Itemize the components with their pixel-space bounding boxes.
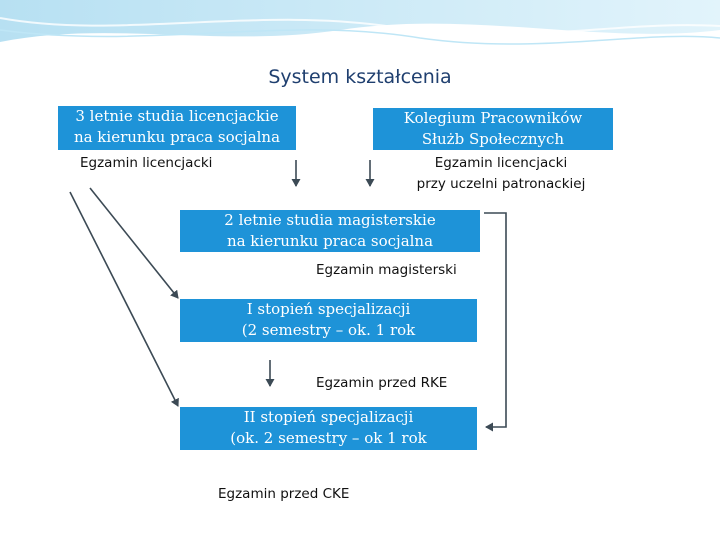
label-egzamin-licencjacki-patronacki-line2: przy uczelni patronackiej — [416, 176, 586, 192]
label-egzamin-licencjacki-patronacki-line1: Egzamin licencjacki — [434, 155, 568, 171]
arrow-licencjat-to-spec2 — [69, 191, 179, 407]
label-egzamin-cke: Egzamin przed CKE — [218, 486, 350, 502]
box-studia-licencjackie-line1: 3 letnie studia licencjackie — [75, 107, 279, 125]
box-studia-magisterskie-line2: na kierunku praca socjalna — [226, 232, 434, 250]
box-kolegium: Kolegium Pracowników Służb Społecznych — [373, 108, 613, 150]
decorative-wave-header — [0, 0, 720, 45]
diagram-title: System kształcenia — [268, 66, 452, 88]
box-studia-licencjackie: 3 letnie studia licencjackie na kierunku… — [58, 106, 296, 150]
arrow-licencjat-to-spec1 — [89, 187, 179, 299]
box-specjalizacja-1-line2: (2 semestry – ok. 1 rok — [241, 321, 416, 339]
label-egzamin-licencjacki-patronacki: Egzamin licencjacki przy uczelni patrona… — [408, 153, 594, 195]
box-studia-magisterskie-line1: 2 letnie studia magisterskie — [224, 211, 436, 229]
label-egzamin-rke: Egzamin przed RKE — [316, 375, 448, 391]
box-specjalizacja-1: I stopień specjalizacji (2 semestry – ok… — [180, 299, 477, 342]
box-studia-magisterskie: 2 letnie studia magisterskie na kierunku… — [180, 210, 480, 252]
box-specjalizacja-2-line2: (ok. 2 semestry – ok 1 rok — [230, 429, 427, 447]
box-specjalizacja-2: II stopień specjalizacji (ok. 2 semestry… — [180, 407, 477, 450]
label-egzamin-licencjacki: Egzamin licencjacki — [80, 155, 213, 171]
arrow-kolegium-to-spec2 — [484, 212, 507, 432]
box-kolegium-line2: Służb Społecznych — [421, 130, 565, 148]
box-specjalizacja-1-line1: I stopień specjalizacji — [246, 300, 411, 318]
label-egzamin-magisterski: Egzamin magisterski — [316, 262, 457, 278]
box-specjalizacja-2-line1: II stopień specjalizacji — [243, 408, 414, 426]
box-kolegium-line1: Kolegium Pracowników — [403, 109, 583, 127]
box-studia-licencjackie-line2: na kierunku praca socjalna — [73, 128, 281, 146]
